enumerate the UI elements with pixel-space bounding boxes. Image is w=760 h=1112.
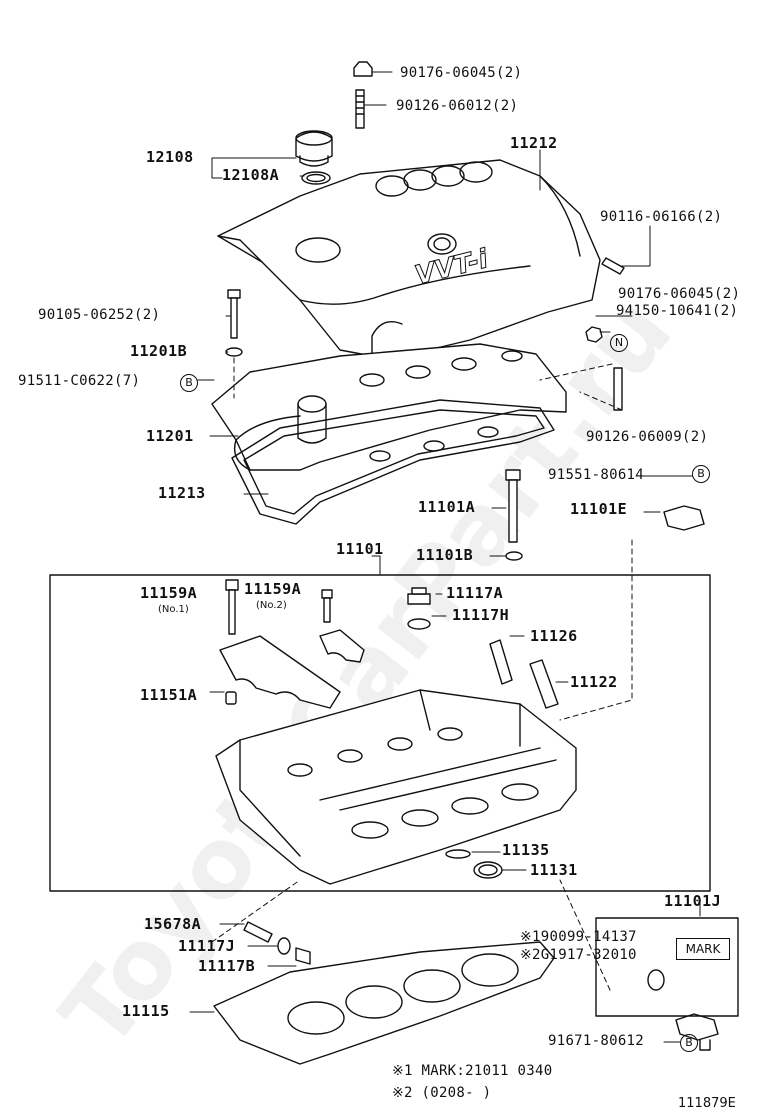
- bearing-cap-2-icon: [319, 629, 365, 663]
- label-11135: 11135: [502, 841, 550, 859]
- engine-cover-icon: [217, 159, 601, 357]
- label-11122: 11122: [570, 673, 618, 691]
- label-11117b: 11117B: [198, 957, 256, 975]
- label-91511-c0622: 91511-C0622(7): [18, 373, 141, 389]
- plug-sensor-icon: [663, 505, 705, 531]
- label-11115: 11115: [122, 1002, 170, 1020]
- label-11101j: 11101J: [664, 892, 722, 910]
- label-11159a-2: 11159A: [244, 580, 302, 598]
- label-94150-10641: 94150-10641(2): [616, 303, 739, 319]
- gasket-11117h-icon: [407, 618, 431, 630]
- mark-box: MARK: [676, 938, 730, 960]
- label-11213: 11213: [158, 484, 206, 502]
- top-nut-icon: [353, 61, 373, 77]
- o-ring-icon: [647, 969, 665, 991]
- cylinder-head-icon: [215, 689, 577, 885]
- circle-b-1: B: [180, 374, 198, 392]
- dowel-pin-icon: [225, 691, 237, 705]
- union-bolt-icon: [243, 921, 273, 943]
- stud-bolt-right-icon: [601, 257, 625, 275]
- label-90116-06166: 90116-06166(2): [600, 209, 723, 225]
- head-cover-gasket-icon: [231, 399, 555, 525]
- cap-gasket-icon: [301, 171, 331, 185]
- label-12108a: 12108A: [222, 166, 280, 184]
- label-90126-06009: 90126-06009(2): [586, 429, 709, 445]
- bearing-cap-bolt-1-icon: [225, 579, 239, 635]
- label-11101a: 11101A: [418, 498, 476, 516]
- label-15678a: 15678A: [144, 915, 202, 933]
- valve-guide-11122-icon: [529, 659, 559, 709]
- nut-right-icon: [585, 326, 603, 343]
- plug-11117a-icon: [407, 587, 431, 605]
- label-90176-06045: 90176-06045(2): [400, 65, 523, 81]
- label-91551-80614: 91551-80614: [548, 467, 645, 483]
- stud-right-icon: [613, 367, 623, 411]
- note-mark-2: ※2 (0208- ): [392, 1085, 492, 1101]
- label-11101b: 11101B: [416, 546, 474, 564]
- label-11101e: 11101E: [570, 500, 628, 518]
- label-11117h: 11117H: [452, 606, 510, 624]
- plug-11117b-icon: [295, 947, 311, 965]
- bearing-cap-bolt-2-icon: [321, 589, 333, 623]
- seal-11135-icon: [445, 849, 471, 859]
- label-90099-14137: ※190099-14137: [520, 929, 637, 945]
- oil-filler-cap-icon: [295, 130, 333, 167]
- label-11101: 11101: [336, 540, 384, 558]
- label-11131: 11131: [530, 861, 578, 879]
- head-gasket-icon: [213, 941, 555, 1065]
- seal-11131-icon: [473, 861, 503, 879]
- valve-guide-11126-icon: [489, 639, 513, 685]
- top-stud-icon: [355, 89, 365, 129]
- circle-b-3: B: [680, 1034, 698, 1052]
- label-90176-06045b: 90176-06045(2): [618, 286, 741, 302]
- label-11159a-1: 11159A: [140, 584, 198, 602]
- label-11151a: 11151A: [140, 686, 198, 704]
- head-bolt-washer-icon: [505, 551, 523, 561]
- gasket-11117j-icon: [277, 937, 291, 955]
- circle-b-2: B: [692, 465, 710, 483]
- label-11117a: 11117A: [446, 584, 504, 602]
- label-90126-06012: 90126-06012(2): [396, 98, 519, 114]
- cover-bolt-icon: [227, 289, 241, 339]
- label-11126: 11126: [530, 627, 578, 645]
- oil-pressure-switch-icon: [675, 1013, 719, 1051]
- note-no2: (No.2): [256, 600, 287, 611]
- note-mark-1: ※1 MARK:21011 0340: [392, 1063, 553, 1079]
- label-11201: 11201: [146, 427, 194, 445]
- label-11117j: 11117J: [178, 937, 236, 955]
- diagram-code: 111879E: [678, 1096, 736, 1111]
- bearing-cap-1-icon: [219, 635, 341, 709]
- label-g1917-32010: ※2G1917-32010: [520, 947, 637, 963]
- label-11201b: 11201B: [130, 342, 188, 360]
- note-no1: (No.1): [158, 604, 189, 615]
- label-11212: 11212: [510, 134, 558, 152]
- circle-n-1: N: [610, 334, 628, 352]
- label-91671-80612: 91671-80612: [548, 1033, 645, 1049]
- head-bolt-icon: [505, 469, 521, 543]
- switch-callout-frame: [595, 917, 739, 1017]
- label-12108: 12108: [146, 148, 194, 166]
- label-90105-06252: 90105-06252(2): [38, 307, 161, 323]
- head-cover-icon: [211, 343, 567, 471]
- cylinder-head-frame: [49, 574, 711, 892]
